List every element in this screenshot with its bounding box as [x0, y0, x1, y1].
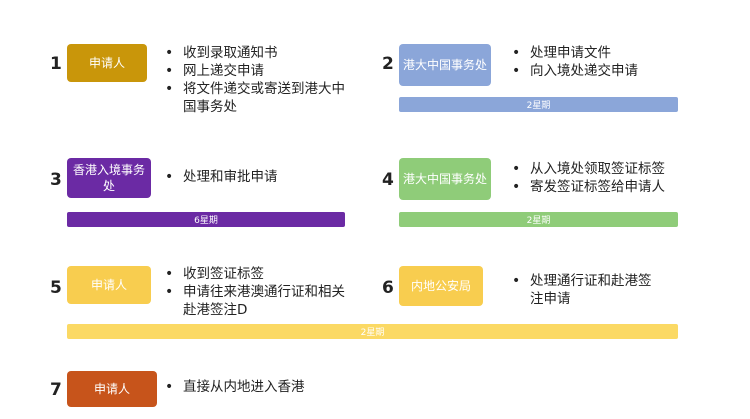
step-number-7: 7 — [50, 380, 62, 400]
bullet-item: 直接从内地进入香港 — [165, 378, 365, 396]
step-bullets-2: 处理申请文件 向入境处递交申请 — [512, 44, 712, 80]
step-box-7: 申请人 — [67, 371, 157, 407]
step-box-6: 内地公安局 — [399, 266, 483, 306]
step-number-5: 5 — [50, 278, 62, 298]
duration-bar-4: 2星期 — [399, 212, 678, 227]
bullet-item: 处理通行证和赴港签注申请 — [512, 272, 652, 308]
step-bullets-4: 从入境处领取签证标签 寄发签证标签给申请人 — [512, 160, 732, 196]
duration-bar-3: 6星期 — [67, 212, 345, 227]
bullet-item: 网上递交申请 — [165, 62, 355, 80]
bullet-item: 处理和审批申请 — [165, 168, 365, 186]
step-box-5: 申请人 — [67, 266, 151, 304]
step-bullets-1: 收到录取通知书 网上递交申请 将文件递交或寄送到港大中国事务处 — [165, 44, 355, 116]
step-box-4: 港大中国事务处 — [399, 158, 491, 200]
step-number-1: 1 — [50, 54, 62, 74]
duration-bar-6: 2星期 — [67, 324, 678, 339]
step-number-2: 2 — [382, 54, 394, 74]
step-bullets-7: 直接从内地进入香港 — [165, 378, 365, 396]
bullet-item: 申请往来港澳通行证和相关赴港签注D — [165, 283, 353, 319]
bullet-item: 将文件递交或寄送到港大中国事务处 — [165, 80, 355, 116]
step-bullets-6: 处理通行证和赴港签注申请 — [512, 272, 652, 308]
bullet-item: 从入境处领取签证标签 — [512, 160, 732, 178]
step-number-6: 6 — [382, 278, 394, 298]
step-bullets-3: 处理和审批申请 — [165, 168, 365, 186]
step-number-4: 4 — [382, 170, 394, 190]
step-bullets-5: 收到签证标签 申请往来港澳通行证和相关赴港签注D — [165, 265, 353, 319]
bullet-item: 收到签证标签 — [165, 265, 353, 283]
bullet-item: 寄发签证标签给申请人 — [512, 178, 732, 196]
bullet-item: 向入境处递交申请 — [512, 62, 712, 80]
step-box-3: 香港入境事务处 — [67, 158, 151, 198]
duration-bar-2: 2星期 — [399, 97, 678, 112]
step-box-2: 港大中国事务处 — [399, 44, 491, 86]
bullet-item: 处理申请文件 — [512, 44, 712, 62]
step-box-1: 申请人 — [67, 44, 147, 82]
bullet-item: 收到录取通知书 — [165, 44, 355, 62]
step-number-3: 3 — [50, 170, 62, 190]
